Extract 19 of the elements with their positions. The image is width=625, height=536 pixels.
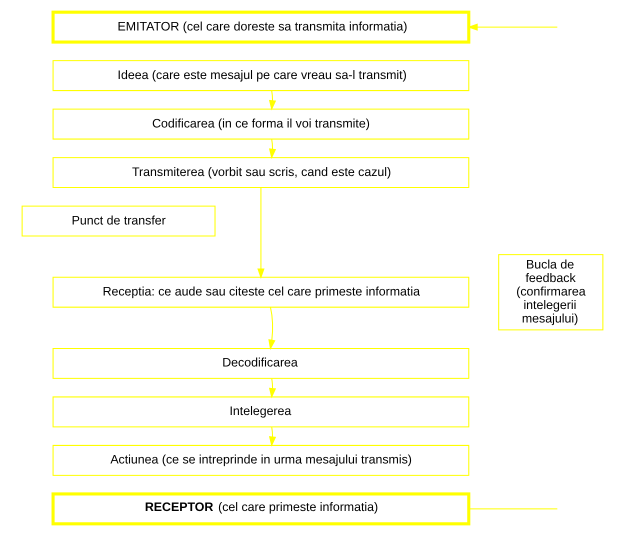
node-box: Intelegerea xyxy=(52,396,470,428)
node-box: Actiunea (ce se intreprinde in urma mesajului transmis) xyxy=(52,444,470,476)
node-box: Bucla de feedback (confirmarea intelegerii mesajului) xyxy=(498,254,604,330)
arrow xyxy=(268,378,276,398)
node-box: Transmiterea (vorbit sau scris, cand este cazul) xyxy=(52,157,470,188)
arrow xyxy=(268,427,276,447)
connector xyxy=(468,508,558,510)
arrow xyxy=(257,188,265,279)
node-box: Decodificarea xyxy=(52,348,470,379)
arrow xyxy=(467,24,558,31)
node-box: EMITATOR (cel care doreste sa transmita informatia) xyxy=(52,10,470,44)
arrow xyxy=(268,90,276,111)
arrow xyxy=(268,139,276,160)
node-box: Codificarea (in ce forma il voi transmite) xyxy=(52,108,470,140)
node-box: RECEPTOR (cel care primeste informatia) xyxy=(52,492,470,526)
node-box: Ideea (care este mesajul pe care vreau sa-l transmit) xyxy=(52,60,470,92)
arrow xyxy=(268,307,276,350)
node-box: Receptia: ce aude sau citeste cel care primeste informatia xyxy=(52,276,470,308)
node-box: Punct de transfer xyxy=(22,206,216,237)
